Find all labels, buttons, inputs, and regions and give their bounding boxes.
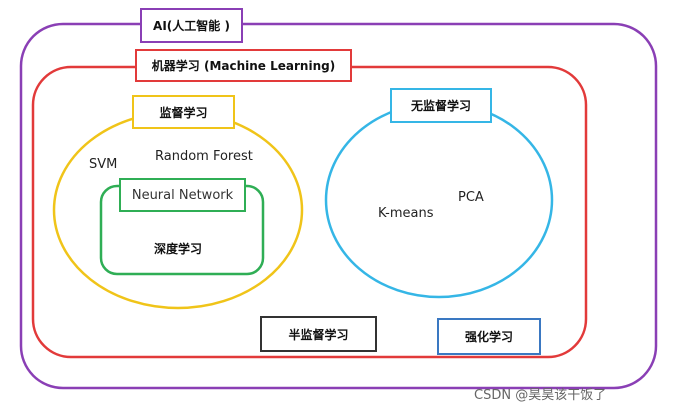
ml-boundary	[31, 65, 588, 359]
neural-network-label: Neural Network	[119, 178, 246, 212]
supervised-label: 监督学习	[132, 95, 235, 129]
watermark-text: CSDN @昊昊该干饭了	[474, 388, 607, 403]
deep-learning-text: 深度学习	[154, 242, 203, 256]
ai-label: AI(人工智能 )	[140, 8, 243, 43]
reinforcement-label: 强化学习	[437, 318, 541, 355]
ai-boundary	[19, 22, 658, 390]
pca-text: PCA	[458, 190, 484, 205]
semi-supervised-label: 半监督学习	[260, 316, 377, 352]
unsupervised-ellipse	[324, 101, 554, 299]
svm-text: SVM	[89, 157, 118, 172]
ml-label: 机器学习 (Machine Learning)	[135, 49, 352, 82]
random-forest-text: Random Forest	[155, 149, 253, 164]
unsupervised-label: 无监督学习	[390, 88, 492, 123]
kmeans-text: K-means	[378, 206, 434, 221]
